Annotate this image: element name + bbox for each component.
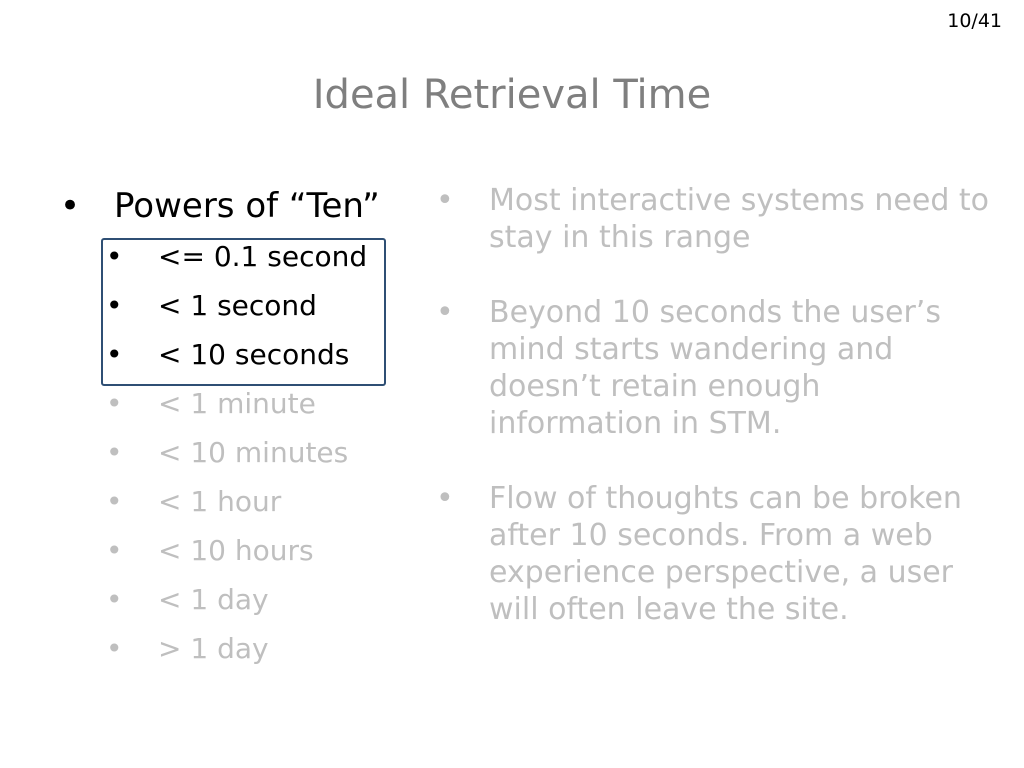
notes-list: • Most interactive systems need to stay i… [436, 182, 996, 666]
bullet-glyph: • [106, 534, 123, 567]
bullet-glyph: • [106, 289, 123, 322]
note-text: Beyond 10 seconds the user’s mind starts… [489, 295, 941, 441]
note-item: • Flow of thoughts can be broken after 10… [436, 480, 996, 628]
time-item: • < 1 minute [106, 387, 367, 436]
time-item-text: < 10 seconds [158, 338, 350, 371]
time-item-text: < 10 minutes [158, 436, 349, 469]
bullet-glyph: • [436, 295, 454, 330]
main-bullet: • Powers of “Ten” [60, 186, 380, 226]
time-item-text: <= 0.1 second [158, 240, 368, 273]
time-item: • < 10 seconds [106, 338, 367, 387]
time-item-text: < 1 hour [158, 485, 282, 518]
time-item-text: > 1 day [158, 632, 269, 665]
time-item: • < 1 day [106, 583, 367, 632]
bullet-glyph: • [106, 485, 123, 518]
bullet-glyph: • [106, 436, 123, 469]
time-item-text: < 1 day [158, 583, 269, 616]
bullet-glyph: • [106, 583, 123, 616]
time-item-text: < 1 minute [158, 387, 316, 420]
time-item: • < 1 hour [106, 485, 367, 534]
time-item: • < 10 hours [106, 534, 367, 583]
time-item-text: < 1 second [158, 289, 317, 322]
time-item: • < 10 minutes [106, 436, 367, 485]
bullet-glyph: • [436, 481, 454, 516]
time-threshold-list: • <= 0.1 second • < 1 second • < 10 seconds… [106, 240, 367, 681]
time-item-text: < 10 hours [158, 534, 314, 567]
bullet-glyph: • [436, 183, 454, 218]
time-item: • > 1 day [106, 632, 367, 681]
highlight-box [101, 238, 386, 386]
main-bullet-text: Powers of “Ten” [114, 186, 380, 226]
note-text: Most interactive systems need to stay in… [489, 183, 990, 255]
bullet-glyph: • [106, 338, 123, 371]
slide-title: Ideal Retrieval Time [312, 72, 712, 118]
time-item: • < 1 second [106, 289, 367, 338]
note-item: • Most interactive systems need to stay i… [436, 182, 996, 256]
bullet-glyph: • [106, 632, 123, 665]
time-item: • <= 0.1 second [106, 240, 367, 289]
page-number: 10/41 [947, 10, 1002, 32]
bullet-glyph: • [106, 240, 123, 273]
bullet-glyph: • [60, 186, 81, 226]
note-item: • Beyond 10 seconds the user’s mind start… [436, 294, 996, 442]
note-text: Flow of thoughts can be broken after 10 … [489, 481, 962, 627]
bullet-glyph: • [106, 387, 123, 420]
